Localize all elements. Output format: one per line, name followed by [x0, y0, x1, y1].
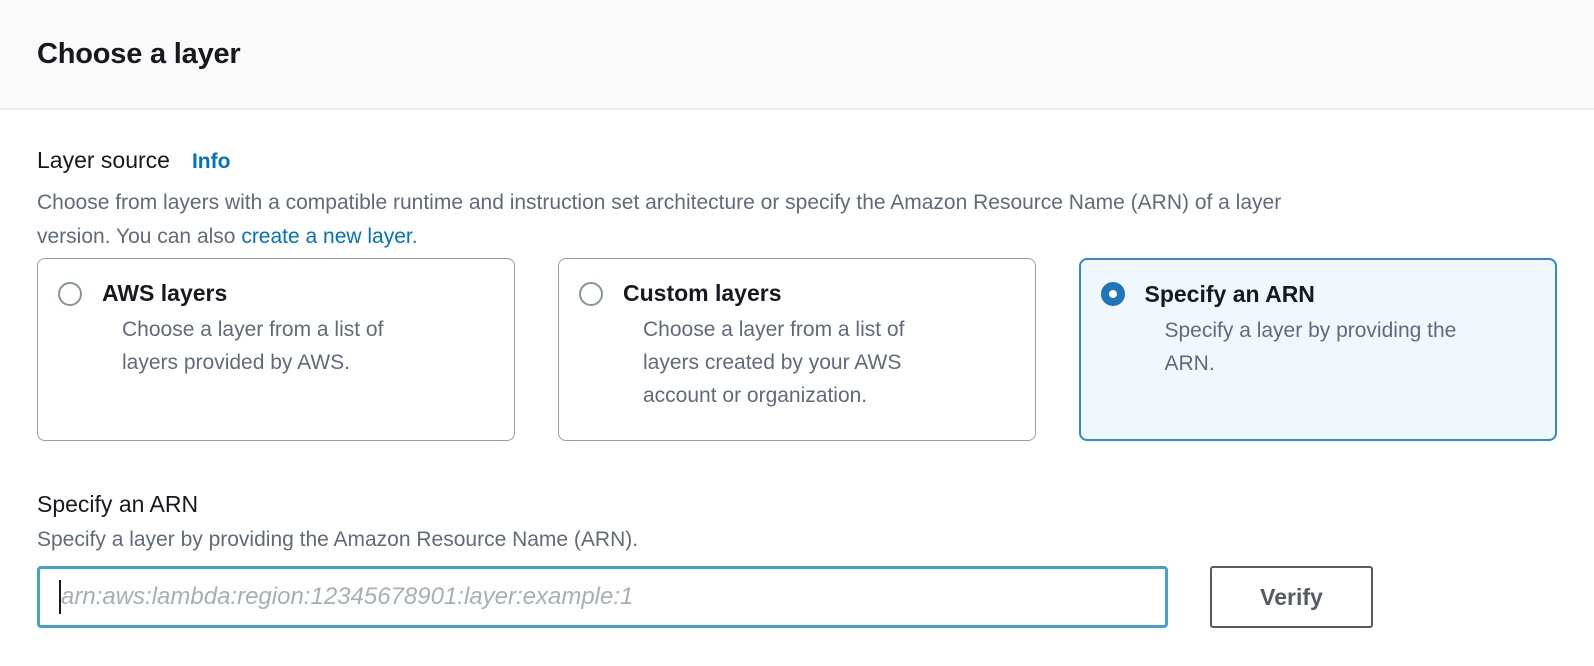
- text-cursor-caret: [59, 580, 61, 614]
- layer-option-title: AWS layers: [102, 280, 228, 306]
- radio-unselected-icon[interactable]: [58, 281, 82, 306]
- arn-input-container: [37, 566, 1168, 628]
- card-head: AWS layers: [58, 280, 494, 307]
- page-title: Choose a layer: [37, 37, 241, 70]
- specify-arn-label: Specify an ARN: [37, 491, 199, 517]
- arn-input[interactable]: [40, 569, 1165, 625]
- layer-source-description-line1: Choose from layers with a compatible run…: [37, 191, 1282, 214]
- layer-option-specify-arn[interactable]: Specify an ARN Specify a layer by provid…: [1079, 258, 1557, 441]
- layer-source-options: AWS layers Choose a layer from a list of…: [37, 258, 1558, 441]
- layer-source-label: Layer source: [37, 147, 170, 173]
- layer-source-description: Choose from layers with a compatible run…: [37, 186, 1537, 254]
- layer-source-description-line2: version. You can also: [37, 225, 242, 248]
- card-head: Custom layers: [579, 280, 1015, 307]
- create-new-layer-link[interactable]: create a new layer.: [241, 225, 418, 248]
- layer-option-custom-layers[interactable]: Custom layers Choose a layer from a list…: [558, 258, 1036, 441]
- dialog-header: Choose a layer: [0, 0, 1594, 110]
- radio-unselected-icon[interactable]: [579, 281, 603, 306]
- radio-selected-icon[interactable]: [1100, 282, 1125, 306]
- card-head: Specify an ARN: [1100, 280, 1536, 308]
- arn-input-row: Verify: [37, 566, 1558, 628]
- layer-option-aws-layers[interactable]: AWS layers Choose a layer from a list of…: [37, 258, 515, 441]
- specify-arn-description: Specify a layer by providing the Amazon …: [37, 528, 639, 551]
- verify-button[interactable]: Verify: [1210, 566, 1373, 628]
- layer-option-title: Custom layers: [623, 280, 782, 306]
- dialog-body: Layer source Info Choose from layers wit…: [0, 110, 1594, 628]
- layer-source-label-row: Layer source Info: [37, 146, 1558, 174]
- layer-option-title: Specify an ARN: [1144, 280, 1315, 307]
- info-link[interactable]: Info: [191, 150, 231, 173]
